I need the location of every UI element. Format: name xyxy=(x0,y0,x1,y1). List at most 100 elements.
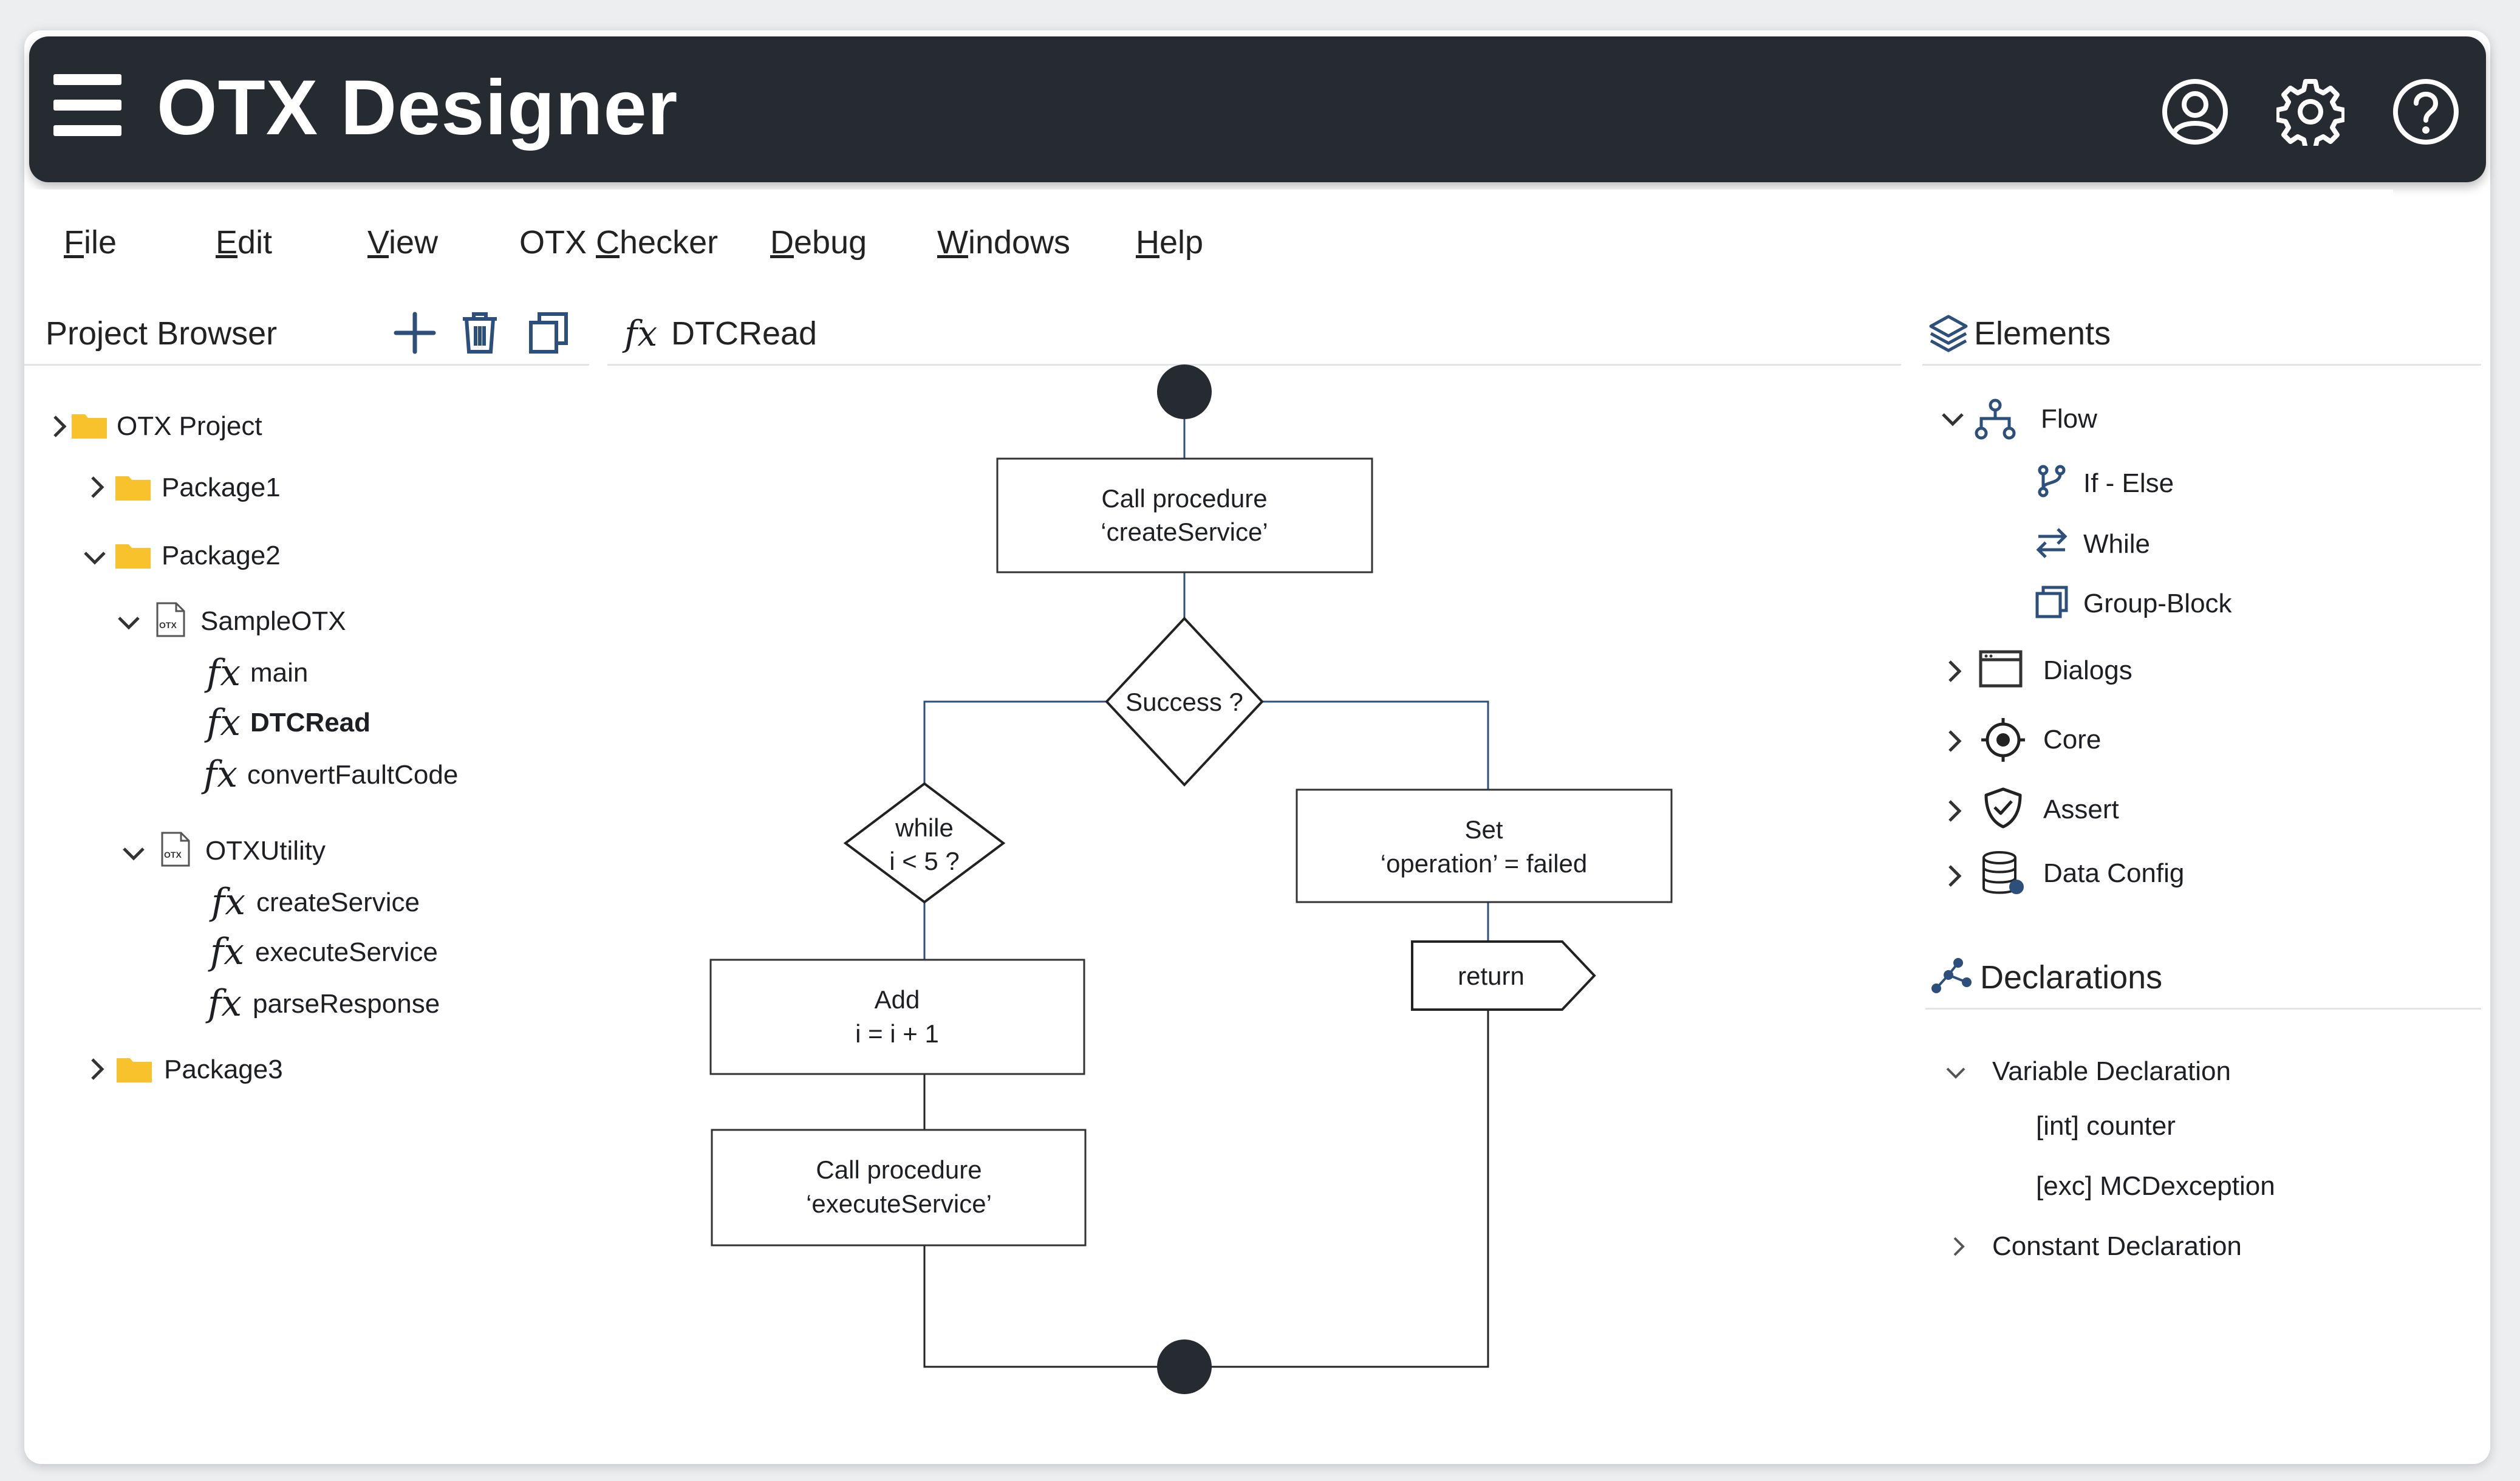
tree-item-parseresponse[interactable]: parseResponse xyxy=(253,989,440,1019)
element-dialogs[interactable]: Dialogs xyxy=(2043,655,2132,685)
title-bar: OTX Designer xyxy=(29,36,2486,182)
branch-icon xyxy=(2038,465,2066,498)
element-assert[interactable]: Assert xyxy=(2043,795,2119,824)
chevron-right-icon[interactable] xyxy=(85,1057,109,1081)
layers-icon xyxy=(1929,315,1968,352)
node-call-createservice[interactable]: Call procedure ‘createService’ xyxy=(996,457,1373,573)
fx-icon: fx xyxy=(624,313,658,354)
app-window: OTX Designer File Edit View OTX Checker … xyxy=(24,30,2490,1464)
tree-item-main[interactable]: main xyxy=(250,658,309,688)
loop-arrows-icon xyxy=(2036,528,2068,558)
node-return[interactable]: return xyxy=(1411,940,1596,1011)
otx-file-icon: OTX xyxy=(155,601,186,638)
chevron-right-icon[interactable] xyxy=(1942,864,1967,888)
project-browser-header: Project Browser xyxy=(24,301,589,366)
node-decision-success[interactable]: Success ? xyxy=(1105,617,1264,787)
node-label-line2: ‘operation’ = failed xyxy=(1381,849,1588,878)
flow-connectors-black xyxy=(923,1010,1489,1368)
chevron-down-icon[interactable] xyxy=(121,841,146,866)
node-label: return xyxy=(1458,962,1525,990)
decl-exc-mcdexception[interactable]: [exc] MCDexception xyxy=(2036,1171,2275,1201)
element-group-block[interactable]: Group-Block xyxy=(2083,589,2232,618)
chevron-right-icon[interactable] xyxy=(85,475,109,499)
tree-item-sampleotx[interactable]: SampleOTX xyxy=(200,606,346,636)
element-data-config[interactable]: Data Config xyxy=(2043,858,2185,888)
decl-variable-declaration[interactable]: Variable Declaration xyxy=(1992,1056,2231,1086)
node-call-executeservice[interactable]: Call procedure ‘executeService’ xyxy=(711,1129,1087,1247)
menu-file[interactable]: File xyxy=(64,224,117,261)
element-while[interactable]: While xyxy=(2083,529,2151,559)
chevron-down-icon[interactable] xyxy=(1941,407,1965,431)
flow-start-node[interactable] xyxy=(1157,364,1212,419)
flow-end-node[interactable] xyxy=(1157,1339,1212,1394)
menu-debug[interactable]: Debug xyxy=(770,224,867,261)
menu-edit[interactable]: Edit xyxy=(216,224,273,261)
plus-icon[interactable] xyxy=(394,312,436,354)
node-set-failed[interactable]: Set ‘operation’ = failed xyxy=(1296,788,1673,903)
fx-icon: fx xyxy=(208,982,242,1025)
trash-icon[interactable] xyxy=(460,312,499,354)
tree-item-executeservice[interactable]: executeService xyxy=(255,937,438,967)
shield-check-icon xyxy=(1984,787,2022,829)
gear-icon[interactable] xyxy=(2276,78,2344,146)
dialog-window-icon xyxy=(1979,650,2023,688)
node-label-line1: Call procedure xyxy=(816,1155,982,1184)
tree-item-package2[interactable]: Package2 xyxy=(162,541,281,570)
node-label-line1: Set xyxy=(1464,815,1503,844)
folder-icon xyxy=(115,544,151,569)
decl-constant-declaration[interactable]: Constant Declaration xyxy=(1992,1231,2242,1261)
chevron-down-icon[interactable] xyxy=(1944,1060,1968,1084)
node-label-line2: ‘executeService’ xyxy=(806,1189,992,1218)
element-if-else[interactable]: If - Else xyxy=(2083,468,2174,498)
app-title: OTX Designer xyxy=(157,64,678,151)
chevron-right-icon[interactable] xyxy=(1942,799,1967,823)
node-label-line2: ‘createService’ xyxy=(1101,518,1268,546)
menu-otx-checker[interactable]: OTX Checker xyxy=(519,224,719,261)
declarations-header: Declarations xyxy=(1925,945,2481,1010)
tree-item-createservice[interactable]: createService xyxy=(256,888,420,917)
flow-connectors xyxy=(923,419,1489,960)
copy-icon[interactable] xyxy=(528,312,569,354)
target-icon xyxy=(1981,718,2025,762)
fx-icon: fx xyxy=(211,881,246,923)
menu-bar: File Edit View OTX Checker Debug Windows… xyxy=(24,190,2393,293)
graph-nodes-icon xyxy=(1931,958,1972,993)
node-label: Success ? xyxy=(1125,688,1243,716)
menu-help[interactable]: Help xyxy=(1136,224,1204,261)
help-circle-icon[interactable] xyxy=(2392,78,2460,146)
otx-badge: OTX xyxy=(164,850,182,860)
editor-tab-title[interactable]: DTCRead xyxy=(671,315,818,352)
folder-icon xyxy=(115,476,151,501)
fx-icon: fx xyxy=(203,753,238,796)
flow-diagram-canvas[interactable]: Call procedure ‘createService’ Success ?… xyxy=(607,310,1901,1464)
node-label-line2: i < 5 ? xyxy=(889,847,960,875)
chevron-right-icon[interactable] xyxy=(1942,729,1967,753)
chevron-down-icon[interactable] xyxy=(117,611,141,635)
fx-icon: fx xyxy=(210,931,245,973)
chevron-right-icon[interactable] xyxy=(1942,659,1967,683)
element-core[interactable]: Core xyxy=(2043,725,2102,754)
node-while-condition[interactable]: while i < 5 ? xyxy=(843,782,1006,904)
chevron-down-icon[interactable] xyxy=(83,546,107,570)
fx-icon: fx xyxy=(207,702,241,744)
element-flow[interactable]: Flow xyxy=(2041,404,2097,434)
tree-item-convertfaultcode[interactable]: convertFaultCode xyxy=(247,760,459,790)
group-block-icon xyxy=(2035,586,2068,618)
node-label-line1: Call procedure xyxy=(1101,484,1267,513)
node-label-line1: Add xyxy=(875,985,920,1014)
tree-item-dtcread[interactable]: DTCRead xyxy=(250,708,371,737)
otx-file-icon: OTX xyxy=(160,831,191,867)
tree-item-package3[interactable]: Package3 xyxy=(164,1055,283,1084)
menu-view[interactable]: View xyxy=(367,224,439,261)
decl-int-counter[interactable]: [int] counter xyxy=(2036,1111,2176,1141)
tree-item-otxutility[interactable]: OTXUtility xyxy=(205,836,326,866)
chevron-right-icon[interactable] xyxy=(47,414,72,439)
menu-windows[interactable]: Windows xyxy=(937,224,1071,261)
tree-item-package1[interactable]: Package1 xyxy=(162,473,281,502)
user-circle-icon[interactable] xyxy=(2161,78,2229,146)
node-add[interactable]: Add i = i + 1 xyxy=(709,959,1085,1075)
database-icon xyxy=(1982,851,2024,894)
chevron-right-icon[interactable] xyxy=(1946,1234,1970,1259)
tree-item-otx-project[interactable]: OTX Project xyxy=(117,411,262,441)
hamburger-menu-icon[interactable] xyxy=(53,74,123,137)
